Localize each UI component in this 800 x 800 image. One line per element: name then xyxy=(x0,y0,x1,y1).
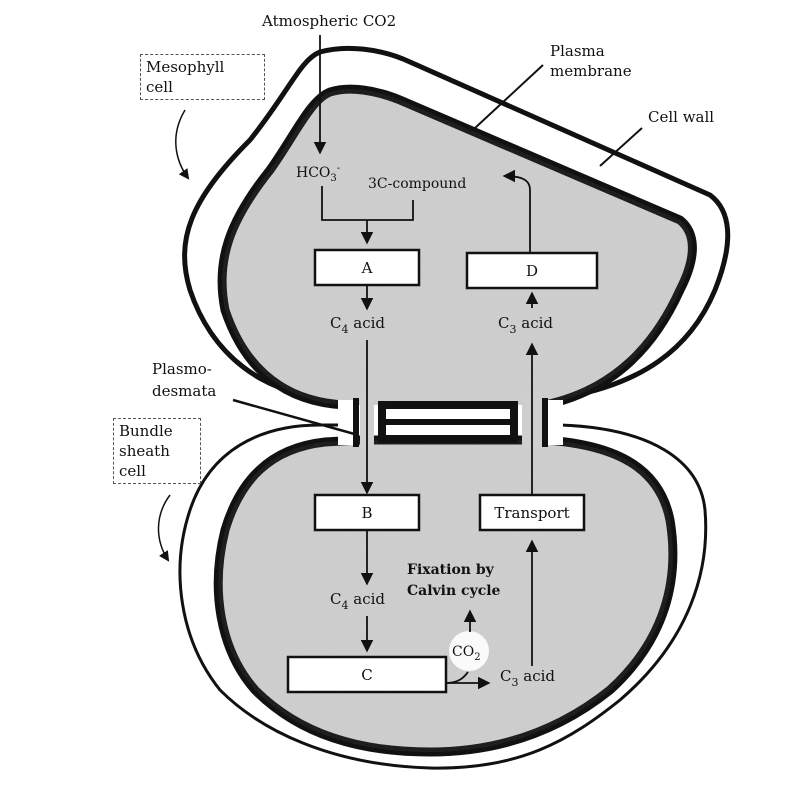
bundle-sheath-callout: Bundle sheath cell xyxy=(113,418,201,484)
fixation-label-line1: Fixation by xyxy=(407,562,495,578)
plasmodesmata-label-line1: Plasmo- xyxy=(152,360,212,378)
box-transport xyxy=(478,493,586,532)
box-a-label: A xyxy=(361,259,373,277)
mesophyll-cell-callout: Mesophyll cell xyxy=(140,54,265,100)
plasma-membrane-label-line1: Plasma xyxy=(550,42,605,60)
box-transport-label: Transport xyxy=(494,504,569,522)
box-d-label: D xyxy=(526,262,538,280)
co2-release-circle xyxy=(449,631,489,671)
box-c-label: C xyxy=(361,666,372,684)
box-b xyxy=(313,493,421,532)
bundle-label-line2: sheath xyxy=(119,442,170,460)
fixation-label-line2: Calvin cycle xyxy=(407,583,501,599)
mesophyll-c4-acid-label: C4 acid xyxy=(330,314,385,336)
bundle-callout-pointer xyxy=(157,494,171,562)
bundle-c4-acid-label: C4 acid xyxy=(330,590,385,612)
co2-release-label: CO2 xyxy=(452,644,481,663)
atmospheric-co2-label: Atmospheric CO2 xyxy=(262,12,397,30)
plasma-membrane-pointer xyxy=(474,64,544,129)
mesophyll-callout-pointer xyxy=(175,109,190,180)
mesophyll-label-line2: cell xyxy=(146,78,173,96)
three-c-compound-label: 3C-compound xyxy=(368,176,466,192)
box-c xyxy=(286,655,448,694)
plasma-membrane-label-line2: membrane xyxy=(550,62,632,80)
box-b-label: B xyxy=(361,504,372,522)
cell-wall-pointer xyxy=(599,127,643,167)
mesophyll-c3-acid-label: C3 acid xyxy=(498,314,553,336)
box-a xyxy=(313,248,421,287)
hco3-label: HCO3- xyxy=(296,163,340,184)
box-d xyxy=(465,251,599,290)
bundle-label-line3: cell xyxy=(119,462,146,480)
arrow-d-to-3c xyxy=(502,169,531,252)
bundle-label-line1: Bundle xyxy=(119,422,173,440)
plasmodesmata-label-line2: desmata xyxy=(152,382,216,400)
plasmodesmata-channels xyxy=(338,398,563,448)
bundle-c3-acid-label: C3 acid xyxy=(500,667,555,689)
plasmodesmata-pointer xyxy=(232,398,359,437)
mesophyll-label-line1: Mesophyll xyxy=(146,58,225,76)
cell-wall-label: Cell wall xyxy=(648,108,714,126)
